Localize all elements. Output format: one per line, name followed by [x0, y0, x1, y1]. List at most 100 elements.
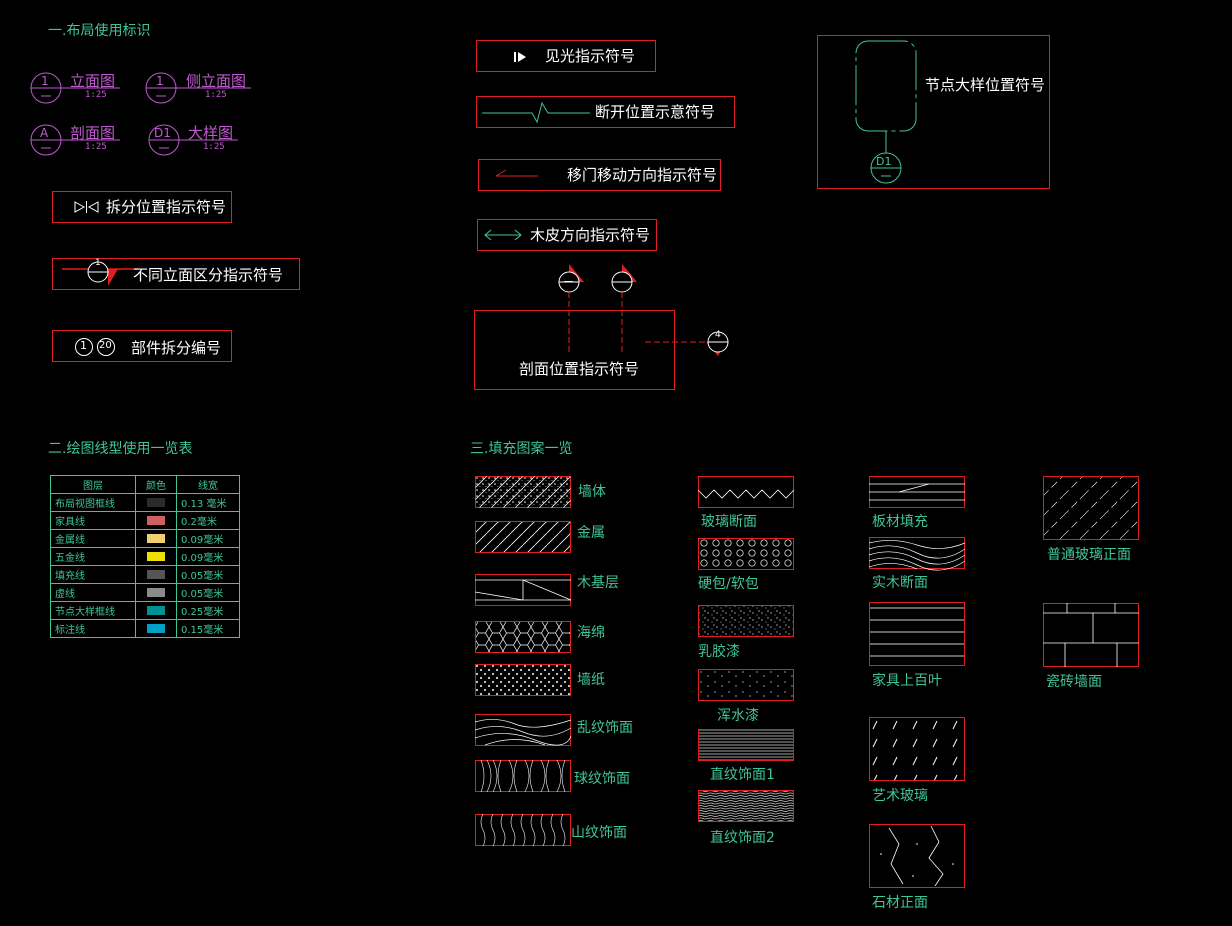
part-number-label: 部件拆分编号 [131, 339, 222, 357]
fill-wall-swatch [475, 476, 571, 508]
sliding-door-arrow-icon [495, 169, 538, 177]
break-line-icon [482, 101, 590, 124]
fill-texture-paint-swatch [698, 669, 794, 701]
line-width: 0.25毫米 [176, 601, 240, 620]
detail-label-icon [148, 124, 238, 156]
section-scale: 1:25 [85, 142, 107, 152]
veneer-direction-box [477, 219, 657, 251]
part-number-box [52, 330, 232, 362]
detail-scale: 1:25 [203, 142, 225, 152]
fill-stone-face-label: 石材正面 [872, 895, 928, 911]
layer-name: 布局视图框线 [50, 493, 136, 512]
detail-title: 大样图 [188, 124, 234, 142]
fill-tile-wall-swatch [1043, 603, 1139, 667]
fill-random-grain-swatch [474, 714, 572, 746]
layer-name: 金属线 [50, 529, 136, 548]
node-detail-num: D1 [876, 155, 892, 168]
side-elevation-number: 1 [156, 74, 164, 88]
elevation-label-icon [30, 72, 120, 104]
section-position-label: 剖面位置指示符号 [519, 360, 640, 378]
fill-board-swatch [869, 476, 965, 508]
break-position-box [476, 96, 735, 128]
table-header-row: 图层 颜色 线宽 [50, 475, 240, 494]
elevation-scale: 1:25 [85, 90, 107, 100]
fill-stone-face-swatch [869, 824, 965, 888]
color-swatch [147, 623, 165, 633]
line-width: 0.15毫米 [176, 619, 240, 638]
layer-name: 虚线 [50, 583, 136, 602]
elevation-divide-box [52, 258, 300, 290]
table-row: 虚线 0.05毫米 [50, 583, 240, 602]
fill-latex-paint-swatch [698, 605, 794, 637]
table-row: 填充线 0.05毫米 [50, 565, 240, 584]
fill-straight-grain2-swatch [698, 790, 794, 822]
fill-glass-face-swatch [1043, 476, 1139, 540]
veneer-direction-label: 木皮方向指示符号 [530, 226, 651, 244]
fill-texture-paint-label: 浑水漆 [717, 708, 759, 724]
layer-name: 填充线 [50, 565, 136, 584]
section-position-markers-icon [558, 264, 729, 356]
fill-wood-base-swatch [474, 574, 572, 606]
header-color: 颜色 [135, 475, 177, 494]
line-width: 0.05毫米 [176, 583, 240, 602]
elevation-divide-num: 1 [95, 258, 101, 268]
color-swatch [147, 533, 165, 543]
fill-board-label: 板材填充 [872, 514, 928, 530]
line-width: 0.09毫米 [176, 529, 240, 548]
color-swatch [147, 515, 165, 525]
fill-ball-grain-swatch [475, 759, 571, 793]
fill-sponge-label: 海绵 [577, 625, 605, 641]
color-swatch [147, 497, 165, 507]
layer-name: 家具线 [50, 511, 136, 530]
section-number: A [40, 126, 49, 140]
layer-name: 标注线 [50, 619, 136, 638]
fill-straight-grain1-label: 直纹饰面1 [710, 767, 775, 783]
fill-glass-section-label: 玻璃断面 [701, 514, 757, 530]
node-detail-icon [855, 40, 917, 184]
fill-mountain-grain-swatch [475, 813, 571, 847]
fill-sponge-swatch [475, 621, 571, 653]
fill-art-glass-label: 艺术玻璃 [872, 788, 928, 804]
node-detail-label: 节点大样位置符号 [925, 76, 1046, 94]
elevation-divide-label: 不同立面区分指示符号 [133, 266, 284, 284]
header-layer: 图层 [50, 475, 136, 494]
detail-number: D1 [154, 126, 171, 140]
part-number-b: 20 [99, 340, 112, 351]
side-elevation-scale: 1:25 [205, 90, 227, 100]
fill-soft-pack-label: 硬包/软包 [698, 576, 759, 592]
visible-light-box [476, 40, 656, 72]
fill-wallpaper-label: 墙纸 [577, 672, 605, 688]
visible-light-icon [514, 52, 526, 62]
fill-wallpaper-swatch [475, 664, 571, 696]
part-number-a: 1 [80, 339, 87, 352]
visible-light-label: 见光指示符号 [545, 47, 636, 65]
line-width: 0.05毫米 [176, 565, 240, 584]
fill-solid-wood-swatch [868, 537, 966, 571]
part-number-circles-icon [75, 338, 115, 356]
fill-glass-section-swatch [697, 476, 795, 508]
split-position-label: 拆分位置指示符号 [106, 198, 227, 216]
fill-wood-base-label: 木基层 [577, 575, 619, 591]
elevation-number: 1 [41, 74, 49, 88]
veneer-arrow-icon [484, 229, 522, 241]
fill-louver-label: 家具上百叶 [872, 673, 942, 689]
section-position-box [474, 310, 675, 390]
fill-solid-wood-label: 实木断面 [872, 575, 928, 591]
section-title: 剖面图 [70, 124, 116, 142]
color-swatch [147, 551, 165, 561]
elevation-title: 立面图 [70, 72, 116, 90]
fill-soft-pack-swatch [698, 538, 794, 570]
sliding-door-box [478, 159, 721, 191]
fill-wall-label: 墙体 [578, 484, 606, 500]
fill-louver-swatch [869, 602, 965, 666]
fill-straight-grain1-swatch [698, 729, 794, 761]
split-position-box [52, 191, 232, 223]
table-row: 标注线 0.15毫米 [50, 619, 240, 638]
section-label-icon [30, 124, 120, 156]
elevation-divide-icon [62, 260, 138, 286]
section-title-fills: 三.填充图案一览 [470, 441, 573, 457]
fill-straight-grain2-label: 直纹饰面2 [710, 830, 775, 846]
break-position-label: 断开位置示意符号 [595, 103, 716, 121]
